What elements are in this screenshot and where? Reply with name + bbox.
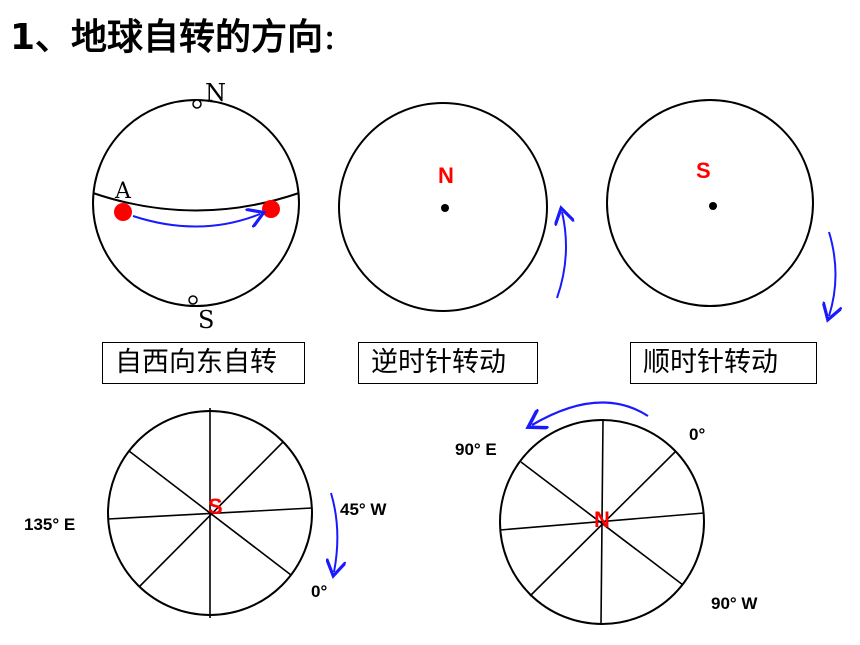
point-a-label: A bbox=[114, 179, 132, 204]
longitude-0: 0° bbox=[311, 582, 327, 601]
slide-title: 1、地球自转的方向： bbox=[10, 8, 349, 60]
title-text: 1、地球自转的方向 bbox=[10, 17, 324, 58]
south-pole-view: S bbox=[606, 99, 836, 316]
longitude-90w: 90° W bbox=[711, 594, 758, 613]
south-pole-point bbox=[188, 295, 198, 305]
end-dot bbox=[262, 200, 280, 218]
longitude-135e: 135° E bbox=[24, 515, 75, 534]
circle-north-view bbox=[338, 102, 548, 312]
longitude-45w: 45° W bbox=[340, 500, 387, 519]
circle-south-view bbox=[606, 99, 814, 307]
longitude-0: 0° bbox=[689, 425, 705, 444]
counterclockwise-arrow bbox=[532, 401, 649, 425]
title-colon: ： bbox=[323, 26, 350, 56]
south-label: S bbox=[198, 306, 214, 334]
meridian-line bbox=[529, 451, 676, 597]
meridian-line bbox=[499, 512, 705, 531]
north-label: N bbox=[205, 79, 226, 107]
pole-s-label: S bbox=[208, 494, 223, 519]
south-pole-meridians: S 135° E 45° W 0° bbox=[24, 408, 387, 618]
counterclockwise-arrow bbox=[557, 212, 566, 299]
clockwise-arrow bbox=[331, 492, 337, 572]
west-to-east-arrow bbox=[132, 214, 260, 227]
north-pole-point bbox=[192, 99, 202, 109]
caption-clockwise: 顺时针转动 bbox=[630, 342, 817, 384]
pole-n-label: N bbox=[438, 163, 454, 188]
meridian-line bbox=[139, 441, 284, 587]
circle-meridians-n bbox=[499, 419, 705, 625]
north-pole-meridians: N 90° E 0° 90° W bbox=[455, 401, 758, 625]
caption-west-to-east: 自西向东自转 bbox=[102, 342, 305, 384]
pole-n-label: N bbox=[594, 507, 610, 532]
longitude-90e: 90° E bbox=[455, 440, 497, 459]
caption-counterclockwise: 逆时针转动 bbox=[358, 342, 538, 384]
meridian-line bbox=[128, 450, 292, 576]
pole-s-label: S bbox=[696, 158, 711, 183]
earth-side-view: N S A bbox=[92, 79, 300, 334]
start-dot bbox=[114, 203, 132, 221]
clockwise-arrow bbox=[829, 231, 836, 316]
center-dot bbox=[441, 204, 449, 212]
north-pole-view: N bbox=[338, 102, 566, 312]
center-dot bbox=[709, 202, 717, 210]
